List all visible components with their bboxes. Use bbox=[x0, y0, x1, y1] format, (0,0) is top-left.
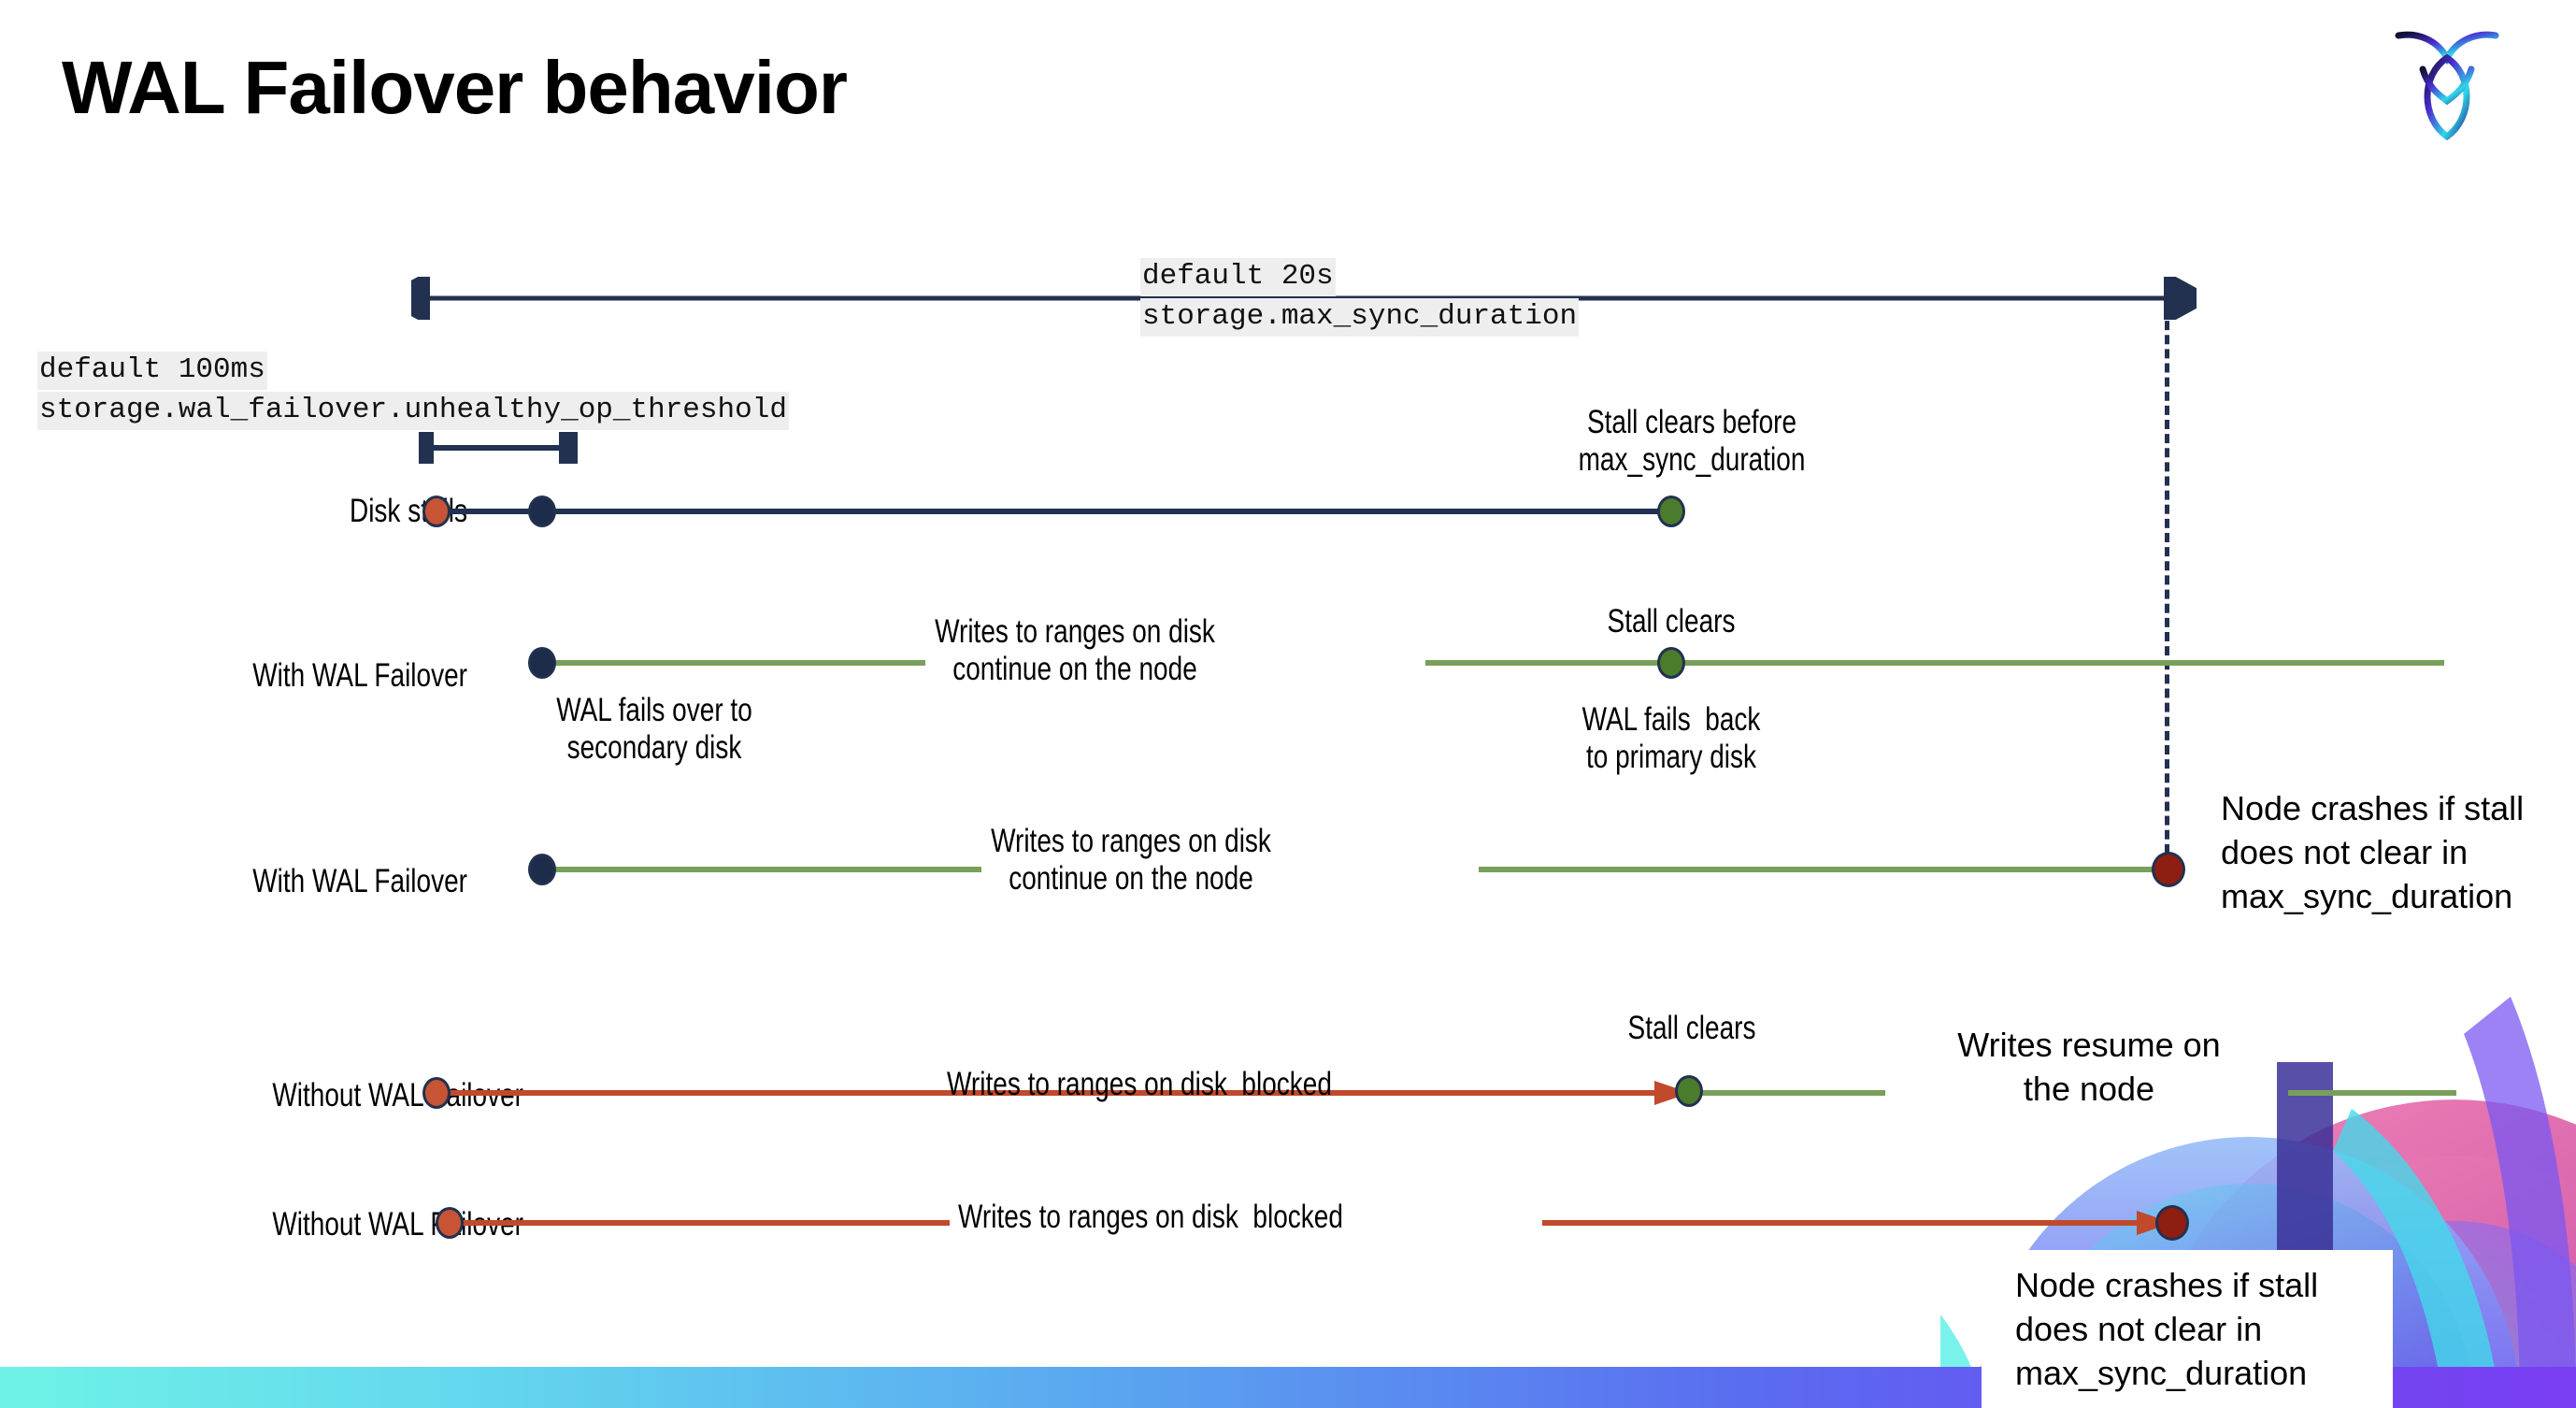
max-sync-default-text: default 20s bbox=[1142, 260, 1334, 293]
event-dot-stall-begins-row1 bbox=[422, 496, 451, 527]
timeline-track-without-failover-blocked-row4 bbox=[449, 1081, 1690, 1105]
event-dot-stall-clears-row4 bbox=[1675, 1075, 1703, 1107]
max-sync-setting-text: storage.max_sync_duration bbox=[1142, 300, 1578, 333]
note-stall-clears-before-max-sync: Stall clears before max_sync_duration bbox=[1578, 404, 1806, 479]
note-writes-continue-row3: Writes to ranges on disk continue on the… bbox=[991, 823, 1271, 898]
note-node-crashes-row3: Node crashes if stall does not clear in … bbox=[2221, 789, 2525, 915]
event-dot-node-crash-row3 bbox=[2152, 852, 2185, 887]
page-title: WAL Failover behavior bbox=[62, 46, 848, 129]
timeline-track-disk-stalls bbox=[437, 509, 1671, 514]
event-dot-node-crash-row5 bbox=[2155, 1205, 2189, 1241]
event-dot-wal-fails-over-row2 bbox=[528, 647, 556, 679]
note-stall-clears-row4: Stall clears bbox=[1627, 1010, 1756, 1046]
note-wal-fails-over-to-secondary-disk: WAL fails over to secondary disk bbox=[556, 692, 752, 767]
timeline-track-without-failover-resumed-row4b bbox=[2288, 1090, 2456, 1096]
row-label-disk-stalls: Disk stalls bbox=[349, 493, 467, 529]
note-stall-clears-row2: Stall clears bbox=[1607, 603, 1736, 639]
event-dot-wal-fails-over-row3 bbox=[528, 854, 556, 885]
node-crash-callout-box bbox=[1982, 1250, 2393, 1408]
timeline-track-with-failover-crash-left bbox=[542, 867, 981, 872]
unhealthy-op-default-text: default 100ms bbox=[39, 353, 265, 386]
timeline-track-with-failover-crash-right bbox=[1479, 867, 2170, 872]
timeline-track-without-failover-blocked-row5-left bbox=[454, 1220, 950, 1226]
timeline-track-with-failover-right bbox=[1425, 660, 2444, 666]
note-writes-resume-on-the-node: Writes resume on the node bbox=[1957, 1026, 2221, 1108]
timeline-track-with-failover-left bbox=[542, 660, 925, 666]
note-node-crashes-row5: Node crashes if stall does not clear in … bbox=[2015, 1266, 2319, 1392]
event-dot-stall-clears-row1 bbox=[1657, 496, 1685, 527]
note-writes-blocked-row5: Writes to ranges on disk blocked bbox=[958, 1199, 1343, 1235]
unhealthy-op-setting-annotation: storage.wal_failover.unhealthy_op_thresh… bbox=[37, 392, 789, 430]
row-label-with-wal-failover-clears: With WAL Failover bbox=[252, 657, 467, 694]
timeline-track-without-failover-blocked-row5-right bbox=[1542, 1211, 2172, 1235]
event-dot-stall-clears-row2 bbox=[1657, 647, 1685, 679]
unhealthy-op-default-annotation: default 100ms bbox=[37, 352, 267, 390]
note-writes-continue-row2: Writes to ranges on disk continue on the… bbox=[935, 613, 1215, 688]
unhealthy-op-threshold-span-arrow bbox=[419, 432, 578, 464]
max-sync-duration-setting: storage.max_sync_duration bbox=[1140, 298, 1580, 337]
cockroachdb-logo-icon bbox=[2395, 31, 2499, 141]
row-label-with-wal-failover-crash: With WAL Failover bbox=[252, 863, 467, 899]
unhealthy-op-setting-text: storage.wal_failover.unhealthy_op_thresh… bbox=[39, 394, 787, 426]
note-wal-fails-back-to-primary-disk: WAL fails back to primary disk bbox=[1581, 701, 1761, 776]
event-dot-stall-begins-row4 bbox=[422, 1077, 451, 1109]
event-dot-unhealthy-threshold-row1 bbox=[528, 496, 556, 527]
max-sync-deadline-guide-line bbox=[2165, 307, 2169, 868]
max-sync-duration-annotation: default 20s bbox=[1140, 258, 1336, 296]
note-writes-blocked-row4: Writes to ranges on disk blocked bbox=[947, 1066, 1332, 1102]
timeline-track-without-failover-resumed-row4 bbox=[1694, 1090, 1885, 1096]
event-dot-stall-begins-row5 bbox=[436, 1207, 464, 1239]
